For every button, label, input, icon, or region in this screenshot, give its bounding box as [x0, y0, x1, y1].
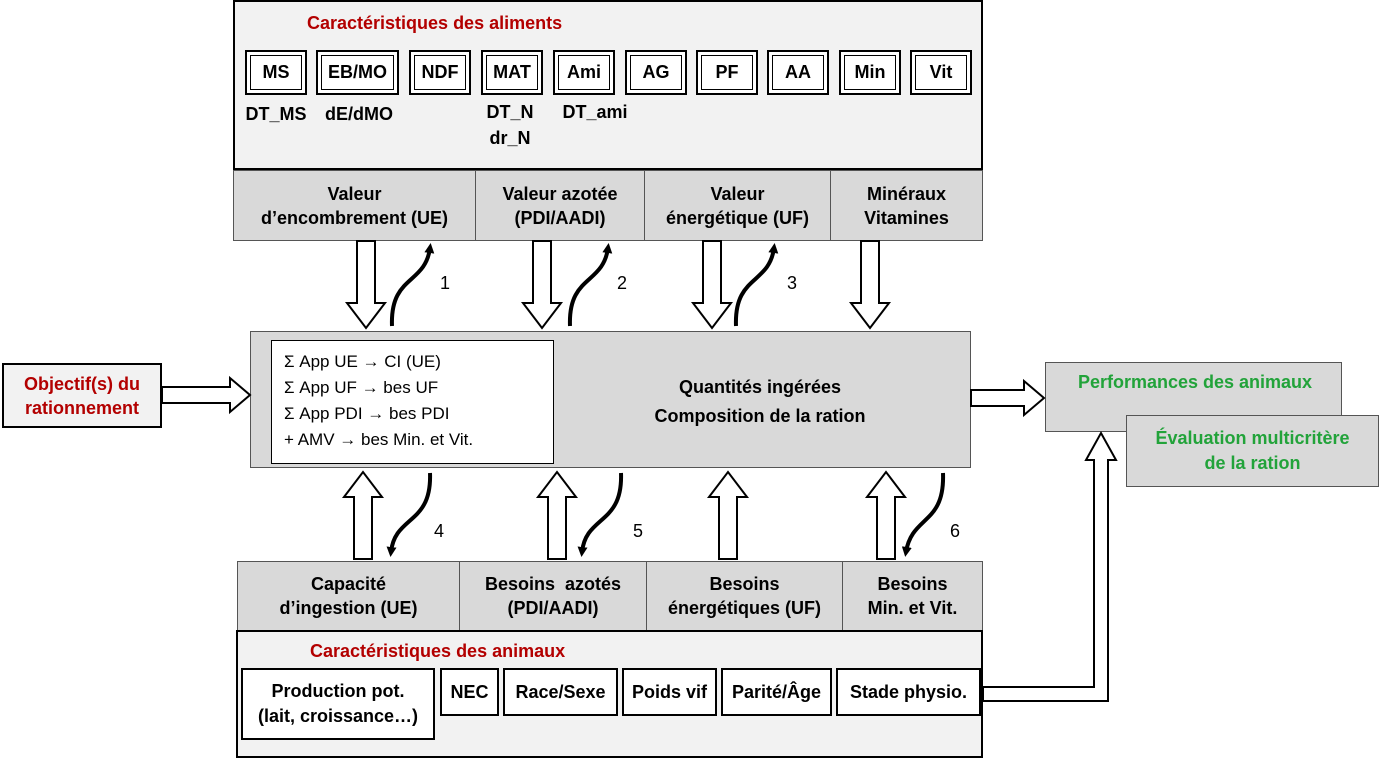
- food-item-ami: Ami: [553, 50, 615, 95]
- food-item-mat: MAT: [481, 50, 543, 95]
- food-panel-title: Caractéristiques des aliments: [307, 13, 563, 33]
- curved-arrow-up-1: [389, 243, 435, 327]
- hollow-arrow-animals-to-performance: [982, 430, 1118, 702]
- hollow-arrow-objective: [161, 375, 252, 415]
- food-item-min: Min: [839, 50, 901, 95]
- animal-item-nec: NEC: [440, 668, 499, 716]
- food-item-pf: PF: [696, 50, 758, 95]
- hollow-arrow-down-2: [520, 240, 564, 330]
- step-number-4: 4: [434, 521, 445, 541]
- performance-label: Performances des animaux: [1077, 372, 1313, 392]
- animal-panel-title: Caractéristiques des animaux: [310, 641, 566, 661]
- value-ue-cell: Valeur d’encombrement (UE): [233, 170, 476, 241]
- curved-arrow-down-6: [901, 472, 946, 557]
- step-number-1: 1: [440, 273, 451, 293]
- hollow-arrow-down-1: [344, 240, 388, 330]
- center-label: Quantités ingérées Composition de la rat…: [654, 377, 866, 426]
- value-energy-cell: Valeur énergétique (UF): [644, 170, 831, 241]
- curved-arrow-up-3: [733, 243, 779, 327]
- sublabel-dr-n: dr_N: [489, 128, 531, 148]
- animal-item-race: Race/Sexe: [503, 668, 618, 716]
- rule-ue: Σ App UE → CI (UE): [284, 352, 441, 371]
- food-item-vit: Vit: [910, 50, 972, 95]
- rule-pdi: Σ App PDI → bes PDI: [284, 404, 450, 423]
- food-item-ndf: NDF: [409, 50, 471, 95]
- food-item-ms: MS: [245, 50, 307, 95]
- sublabel-dt-ami: DT_ami: [562, 102, 628, 122]
- curved-arrow-up-2: [567, 243, 613, 327]
- step-number-3: 3: [787, 273, 798, 293]
- step-number-6: 6: [950, 521, 961, 541]
- rules-box: Σ App UE → CI (UE) Σ App UF → bes UF Σ A…: [271, 340, 554, 464]
- curved-arrow-down-4: [386, 472, 433, 557]
- hollow-arrow-performance: [970, 378, 1046, 418]
- step-number-5: 5: [633, 521, 644, 541]
- sublabel-de-dmo: dE/dMO: [325, 104, 393, 124]
- step-number-2: 2: [617, 273, 628, 293]
- need-energy-cell: Besoins énergétiques (UF): [646, 561, 843, 631]
- hollow-arrow-up-5: [535, 470, 579, 560]
- animal-item-production: Production pot. (lait, croissance…): [241, 668, 435, 740]
- curved-arrow-down-5: [577, 472, 624, 557]
- hollow-arrow-up-6: [864, 470, 908, 560]
- value-minerals-cell: Minéraux Vitamines: [830, 170, 983, 241]
- animal-item-parity: Parité/Âge: [721, 668, 832, 716]
- hollow-arrow-up-energy: [706, 470, 750, 560]
- hollow-arrow-down-minerals: [848, 240, 892, 330]
- rule-amv: + AMV → bes Min. et Vit.: [284, 430, 474, 449]
- need-capacity-cell: Capacité d’ingestion (UE): [237, 561, 460, 631]
- sublabel-dt-n: DT_N: [486, 102, 534, 122]
- animal-item-weight: Poids vif: [622, 668, 717, 716]
- animal-item-stage: Stade physio.: [836, 668, 981, 716]
- food-item-aa: AA: [767, 50, 829, 95]
- value-nitrogen-cell: Valeur azotée (PDI/AADI): [475, 170, 645, 241]
- food-item-ag: AG: [625, 50, 687, 95]
- food-item-ebmo: EB/MO: [316, 50, 399, 95]
- evaluation-box: Évaluation multicritère de la ration: [1126, 415, 1379, 487]
- objective-box: Objectif(s) du rationnement: [2, 363, 162, 428]
- sublabel-dt-ms: DT_MS: [245, 104, 307, 124]
- hollow-arrow-up-4: [341, 470, 385, 560]
- rule-uf: Σ App UF → bes UF: [284, 378, 439, 397]
- need-nitrogen-cell: Besoins azotés (PDI/AADI): [459, 561, 647, 631]
- hollow-arrow-down-3: [690, 240, 734, 330]
- need-minerals-cell: Besoins Min. et Vit.: [842, 561, 983, 631]
